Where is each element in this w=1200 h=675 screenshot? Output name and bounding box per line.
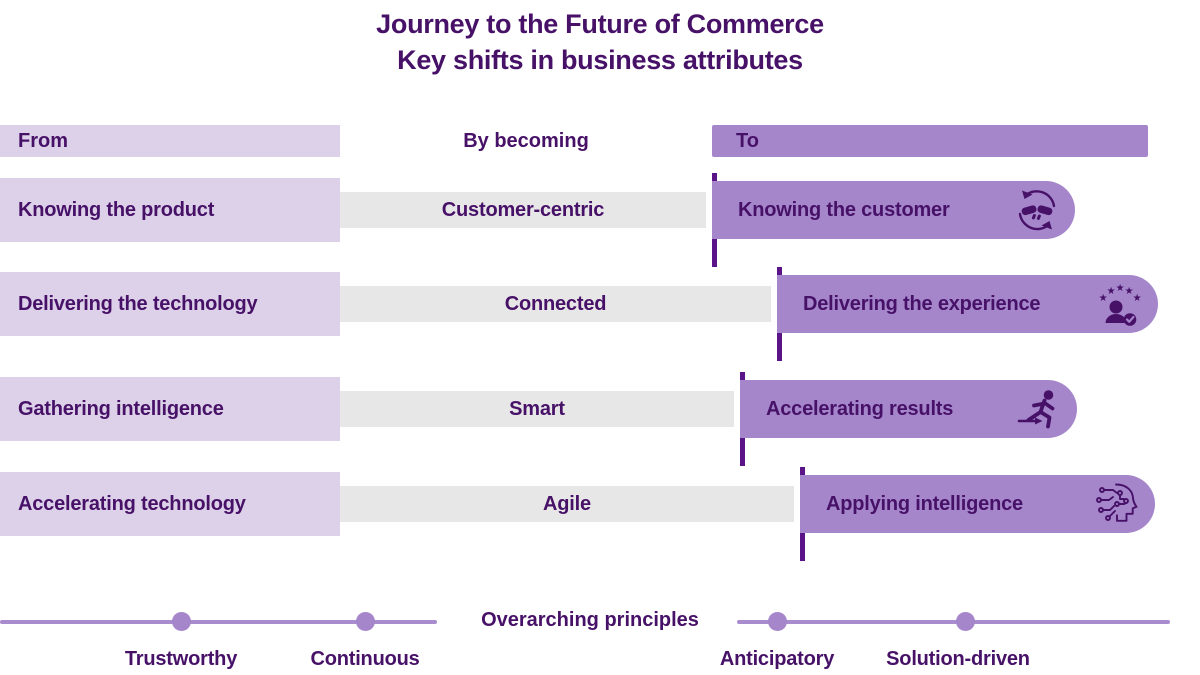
timeline-line-left — [0, 620, 437, 624]
customer-rating-icon: ★ ★ ★ ★ ★ — [1096, 280, 1144, 328]
svg-text:★: ★ — [1107, 286, 1116, 297]
page-title: Journey to the Future of Commerce Key sh… — [0, 6, 1200, 78]
to-label: Accelerating results — [766, 397, 954, 420]
to-cell: Applying intelligence — [800, 475, 1155, 533]
to-cell: Knowing the customer — [712, 181, 1075, 239]
from-cell: Accelerating technology — [0, 472, 340, 536]
timeline-line-right — [737, 620, 1170, 624]
principle-continuous: Continuous — [310, 648, 420, 670]
svg-text:★: ★ — [1116, 283, 1125, 294]
column-header-from-label: From — [18, 129, 68, 152]
from-cell: Gathering intelligence — [0, 377, 340, 441]
column-header-by-becoming: By becoming — [340, 125, 712, 157]
row-knowing: Knowing the product Customer-centric Kno… — [0, 173, 1200, 267]
column-header-to-label: To — [736, 129, 759, 152]
running-person-icon — [1015, 385, 1063, 433]
principles-title: Overarching principles — [481, 609, 699, 631]
by-cell: Connected — [340, 286, 771, 322]
svg-text:★: ★ — [1125, 286, 1134, 297]
by-label: Smart — [509, 397, 565, 420]
timeline-dot-anticipatory — [768, 612, 787, 631]
by-label: Customer-centric — [441, 198, 605, 221]
row-gathering: Gathering intelligence Smart Acceleratin… — [0, 372, 1200, 466]
by-cell: Agile — [340, 486, 794, 522]
column-header-by-label: By becoming — [463, 129, 589, 152]
to-cell: Accelerating results — [740, 380, 1077, 438]
to-label: Knowing the customer — [738, 198, 950, 221]
to-cell: Delivering the experience ★ ★ ★ ★ ★ — [777, 275, 1158, 333]
from-label: Delivering the technology — [18, 292, 258, 315]
principle-trustworthy: Trustworthy — [124, 648, 238, 670]
svg-text:★: ★ — [1099, 293, 1108, 304]
principle-solution-driven: Solution-driven — [886, 648, 1030, 670]
to-label: Applying intelligence — [826, 492, 1023, 515]
by-cell: Smart — [340, 391, 734, 427]
by-label: Agile — [543, 492, 591, 515]
from-cell: Knowing the product — [0, 178, 340, 242]
ai-head-icon — [1093, 480, 1141, 528]
timeline-dot-solution-driven — [956, 612, 975, 631]
handshake-cycle-icon — [1013, 186, 1061, 234]
title-line-2: Key shifts in business attributes — [397, 45, 803, 75]
by-label: Connected — [504, 292, 607, 315]
row-delivering: Delivering the technology Connected Deli… — [0, 267, 1200, 361]
timeline-dot-continuous — [356, 612, 375, 631]
svg-text:★: ★ — [1133, 293, 1142, 304]
column-header-from: From — [0, 125, 340, 157]
title-line-1: Journey to the Future of Commerce — [376, 9, 824, 39]
timeline-dot-trustworthy — [172, 612, 191, 631]
column-header-to: To — [712, 125, 1148, 157]
to-label: Delivering the experience — [803, 292, 1041, 315]
row-accelerating: Accelerating technology Agile Applying i… — [0, 467, 1200, 561]
from-label: Gathering intelligence — [18, 397, 224, 420]
from-label: Accelerating technology — [18, 492, 246, 515]
from-label: Knowing the product — [18, 198, 215, 221]
principle-anticipatory: Anticipatory — [719, 648, 835, 670]
by-cell: Customer-centric — [340, 192, 706, 228]
from-cell: Delivering the technology — [0, 272, 340, 336]
